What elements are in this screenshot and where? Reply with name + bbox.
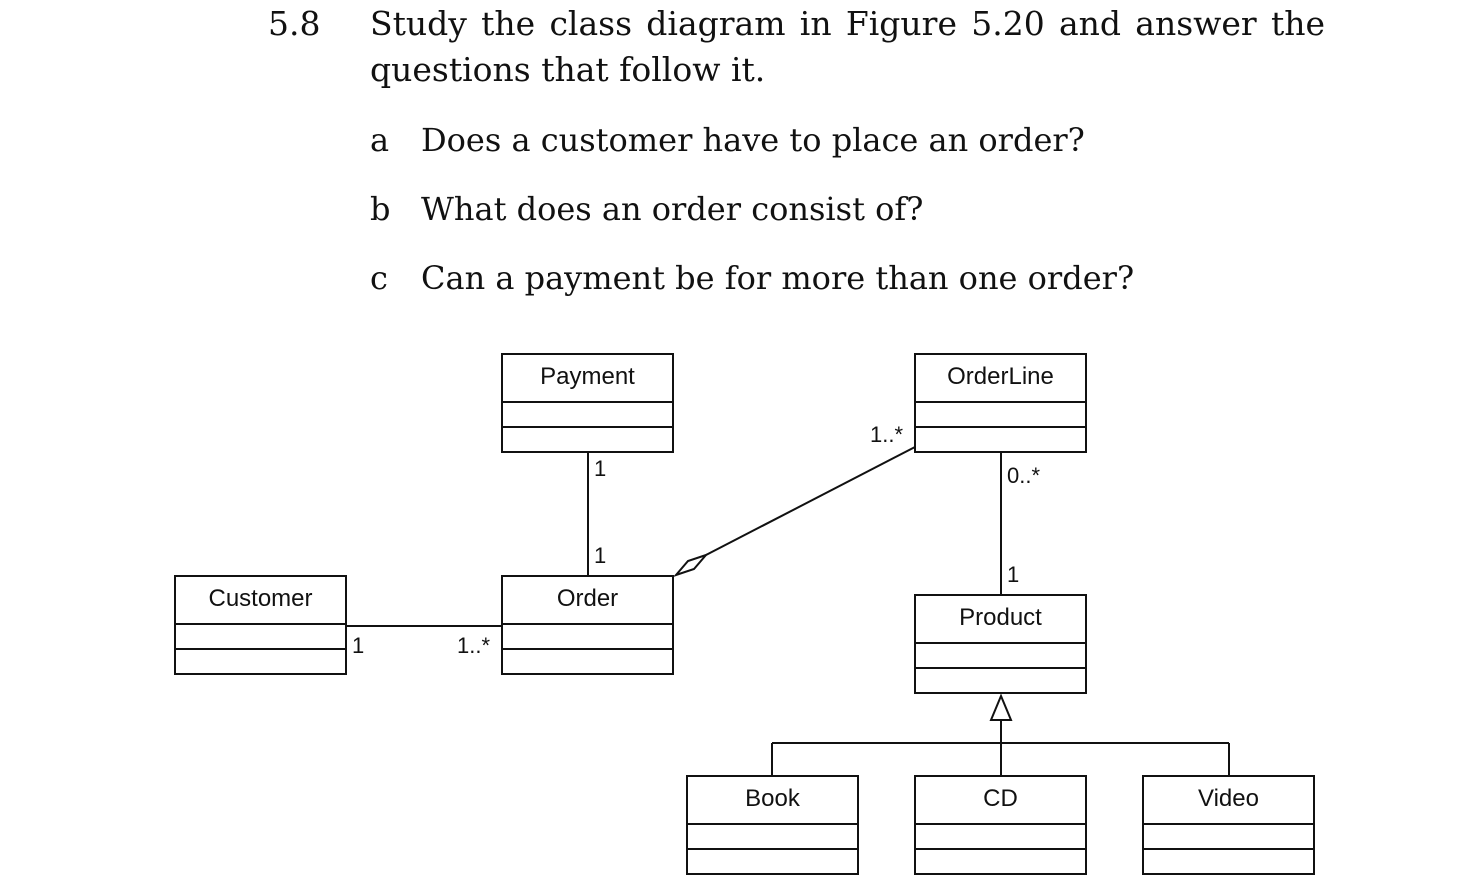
multiplicity-order-payment-end: 1 (594, 543, 607, 568)
class-cd: CD (914, 775, 1087, 875)
class-orderline-operations (916, 428, 1085, 451)
class-payment-name: Payment (503, 355, 672, 403)
class-customer-name: Customer (176, 577, 345, 625)
class-customer-attributes (176, 625, 345, 650)
class-book-operations (688, 850, 857, 873)
class-orderline-name: OrderLine (916, 355, 1085, 403)
class-payment-attributes (503, 403, 672, 428)
question-text-line-1: Study the class diagram in Figure 5.20 a… (370, 4, 1325, 43)
multiplicity-orderline-product-end: 0..* (1007, 463, 1041, 488)
class-product: Product (914, 594, 1087, 694)
part-a-text: Does a customer have to place an order? (421, 121, 1085, 159)
class-customer-operations (176, 650, 345, 673)
class-product-attributes (916, 644, 1085, 669)
class-orderline-attributes (916, 403, 1085, 428)
class-cd-name: CD (916, 777, 1085, 825)
order-orderline-aggregation (705, 446, 916, 556)
class-book: Book (686, 775, 859, 875)
class-payment-operations (503, 428, 672, 451)
part-c-text: Can a payment be for more than one order… (421, 259, 1135, 297)
part-a-letter: a (370, 121, 390, 159)
class-orderline: OrderLine (914, 353, 1087, 453)
class-order: Order (501, 575, 674, 675)
class-order-name: Order (503, 577, 672, 625)
class-video-attributes (1144, 825, 1313, 850)
class-order-operations (503, 650, 672, 673)
question-number: 5.8 (268, 4, 321, 43)
class-book-name: Book (688, 777, 857, 825)
class-order-attributes (503, 625, 672, 650)
multiplicity-customer-end: 1 (352, 633, 365, 658)
question-text-line-2: questions that follow it. (370, 50, 766, 89)
part-b-letter: b (370, 190, 391, 228)
multiplicity-orderline-order-end: 1..* (870, 422, 904, 447)
class-video: Video (1142, 775, 1315, 875)
class-video-name: Video (1144, 777, 1313, 825)
aggregation-diamond-icon (672, 552, 710, 578)
part-b-text: What does an order consist of? (421, 190, 924, 228)
part-c-letter: c (370, 259, 388, 297)
multiplicity-payment-end: 1 (594, 456, 607, 481)
generalization-triangle-icon (989, 693, 1013, 721)
class-customer: Customer (174, 575, 347, 675)
class-cd-attributes (916, 825, 1085, 850)
class-book-attributes (688, 825, 857, 850)
class-cd-operations (916, 850, 1085, 873)
multiplicity-order-customer-end: 1..* (457, 633, 491, 658)
multiplicity-product-end: 1 (1007, 562, 1020, 587)
class-video-operations (1144, 850, 1313, 873)
class-product-name: Product (916, 596, 1085, 644)
class-payment: Payment (501, 353, 674, 453)
class-product-operations (916, 669, 1085, 692)
